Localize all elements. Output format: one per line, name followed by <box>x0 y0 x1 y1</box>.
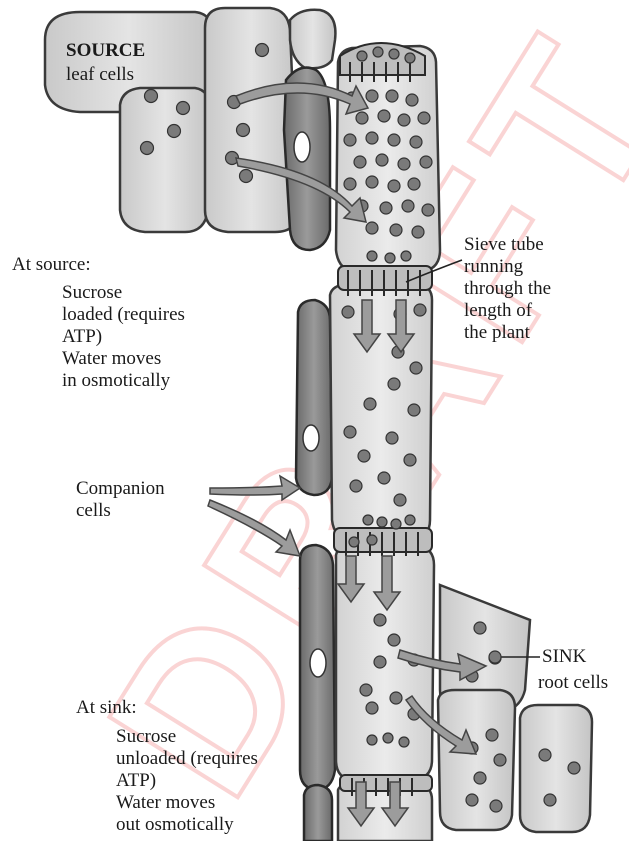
companion-line: Companion <box>76 478 165 500</box>
at-sink-heading: At sink: <box>76 697 137 719</box>
source-process-text: Sucrose loaded (requires ATP) Water move… <box>62 282 185 392</box>
companion-cell <box>304 785 332 841</box>
at-source-heading: At source: <box>12 254 91 276</box>
sieve-line: through the <box>464 278 551 300</box>
source-line: loaded (requires <box>62 304 185 326</box>
sieve-line: length of <box>464 300 551 322</box>
companion-cell <box>296 300 332 495</box>
sink-pointer-dot <box>489 651 501 663</box>
sink-line: ATP) <box>116 770 258 792</box>
leaf-cell <box>120 88 210 232</box>
sink-line: unloaded (requires <box>116 748 258 770</box>
sink-subtitle: root cells <box>538 672 608 694</box>
sink-process-text: Sucrose unloaded (requires ATP) Water mo… <box>116 726 258 836</box>
sieve-line: the plant <box>464 322 551 344</box>
source-line: in osmotically <box>62 370 185 392</box>
source-line: Water moves <box>62 348 185 370</box>
source-line: ATP) <box>62 326 185 348</box>
sink-line: Water moves <box>116 792 258 814</box>
sink-line: Sucrose <box>116 726 258 748</box>
root-cell <box>520 705 592 832</box>
sink-title: SINK <box>542 646 586 668</box>
sieve-tube-label: Sieve tube running through the length of… <box>464 234 551 344</box>
sieve-line: Sieve tube <box>464 234 551 256</box>
source-title: SOURCE <box>66 40 145 62</box>
leaf-cell <box>290 10 335 69</box>
source-subtitle: leaf cells <box>66 64 134 86</box>
companion-cells-label: Companion cells <box>76 478 165 522</box>
sink-root-cells <box>438 585 592 832</box>
sink-line: out osmotically <box>116 814 258 836</box>
source-line: Sucrose <box>62 282 185 304</box>
companion-line: cells <box>76 500 165 522</box>
sieve-line: running <box>464 256 551 278</box>
